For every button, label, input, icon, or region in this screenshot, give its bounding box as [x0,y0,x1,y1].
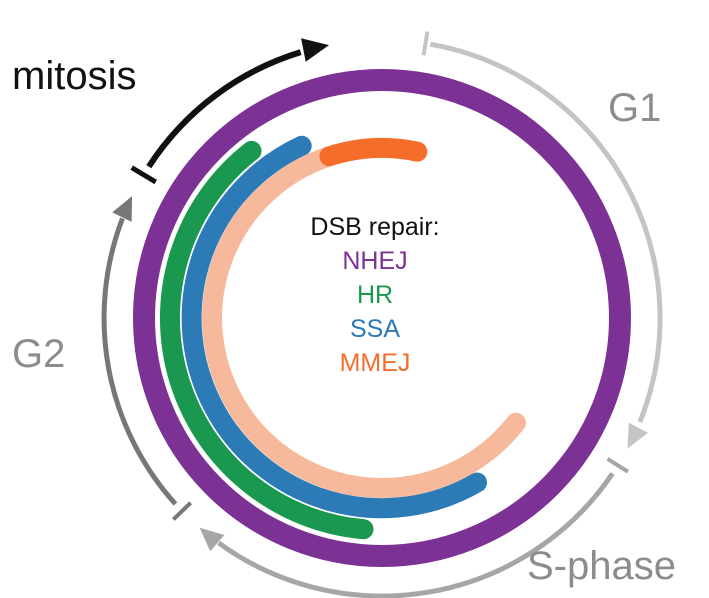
g1-start-tick [421,31,430,56]
g2-label: G2 [12,332,66,376]
legend-item-hr: HR [356,281,394,309]
mitosis-start-tick [130,165,157,185]
mitosis-label: mitosis [12,54,137,98]
g2-arrowhead [112,196,133,222]
mmej-light-arc [202,146,526,498]
legend-item-ssa: SSA [349,315,401,343]
s-phase-start-tick [606,457,629,474]
hr-arc [159,140,374,540]
g1-arrowhead [627,422,648,449]
legend-item-nhej: NHEJ [342,247,408,275]
nhej-arc [133,69,631,567]
mitosis-arc [146,49,302,169]
g2-start-tick [172,501,193,521]
mmej-arc [319,138,428,167]
g2-arc [101,217,178,506]
s-phase-arc [217,472,615,598]
s-phase-label: S-phase [527,544,676,588]
s-phase-arrowhead [199,527,225,552]
dsb-repair-legend: DSB repair: NHEJ HR SSA MMEJ [290,210,460,380]
mitosis-arrowhead [301,38,329,62]
legend-item-mmej: MMEJ [339,349,411,377]
cell-cycle-phase-arcs [101,31,663,598]
g1-arc [429,41,663,424]
ssa-arc [181,135,487,519]
g1-label: G1 [608,86,662,130]
dsb-repair-arcs [133,69,631,567]
legend-title: DSB repair: [310,213,440,241]
